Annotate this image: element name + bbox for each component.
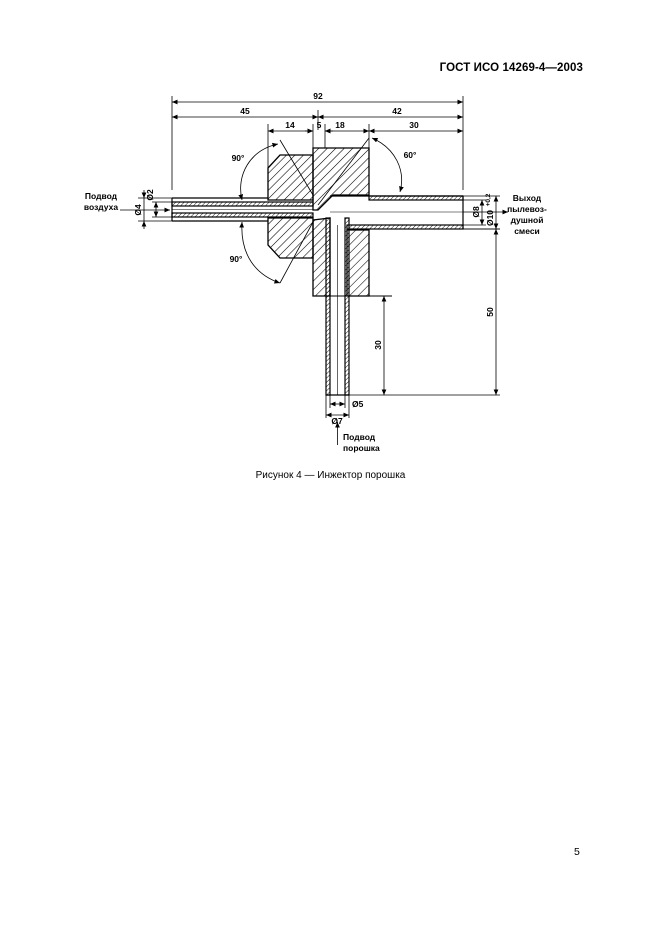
dim-5: 5 <box>317 120 322 130</box>
dim-height-50: 50 <box>485 307 495 317</box>
angle-top-right: 60° <box>404 150 417 160</box>
figure-caption: Рисунок 4 — Инжектор порошка <box>255 470 406 481</box>
dim-dia-8: Ø8 <box>471 206 481 218</box>
dim-right-length: 42 <box>392 106 402 116</box>
document-standard-header: ГОСТ ИСО 14269-4—2003 <box>439 62 583 74</box>
dim-height-30: 30 <box>373 340 383 350</box>
powder-inlet-label-1: Подвод <box>343 432 376 442</box>
dim-14: 14 <box>285 120 295 130</box>
angle-bottom-left: 90° <box>230 254 243 264</box>
outlet-label-1: Выход <box>513 193 542 203</box>
page-number: 5 <box>574 846 580 858</box>
angle-top-left: 90° <box>232 153 245 163</box>
air-inlet-label-1: Подвод <box>85 191 118 201</box>
dim-dia-2: Ø2 <box>145 189 155 201</box>
dim-tol-10: +0,2 <box>485 193 492 206</box>
dim-18: 18 <box>335 120 345 130</box>
outlet-label-2: пылевоз- <box>507 204 547 214</box>
powder-inlet-label-2: порошка <box>343 443 380 453</box>
dim-30-top: 30 <box>409 120 419 130</box>
dim-dia-10: Ø10 <box>485 210 495 226</box>
dim-dia-4: Ø4 <box>133 204 143 216</box>
dim-overall-length: 92 <box>313 91 323 101</box>
dim-dia-7: Ø7 <box>331 416 343 426</box>
dim-dia-5: Ø5 <box>352 399 364 409</box>
outlet-label-4: смеси <box>514 226 540 236</box>
outlet-label-3: душной <box>511 215 544 225</box>
dim-left-length: 45 <box>240 106 250 116</box>
injector-drawing: 92 45 42 14 5 18 30 <box>84 91 547 453</box>
air-inlet-label-2: воздуха <box>84 202 118 212</box>
